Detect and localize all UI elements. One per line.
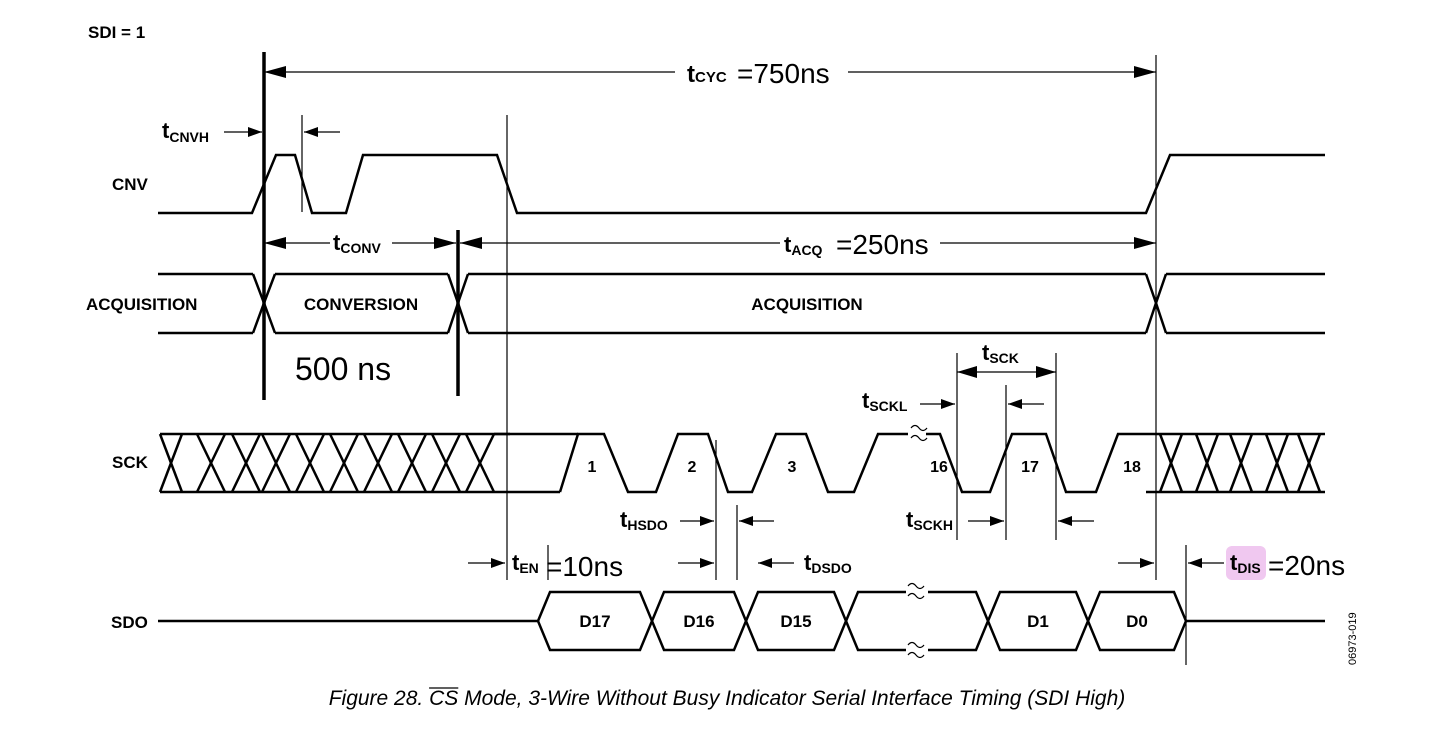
sck-pulse-label: 16 xyxy=(930,459,948,476)
svg-text:tDSDO: tDSDO xyxy=(804,550,852,576)
sdo-bit-label: D1 xyxy=(1027,612,1049,631)
sdo-bit-label: D0 xyxy=(1126,612,1148,631)
tdis-value: =20ns xyxy=(1268,550,1345,581)
thsdo-dimension: tHSDO xyxy=(620,507,774,533)
sck-pulse-label: 17 xyxy=(1021,459,1039,476)
tacq-value: =250ns xyxy=(836,229,929,260)
svg-text:tSCK: tSCK xyxy=(982,340,1019,366)
svg-text:tCNVH: tCNVH xyxy=(162,118,209,145)
tconv-dimension: tCONV xyxy=(264,230,456,256)
tdsdo-dimension: tDSDO xyxy=(678,550,852,576)
acquisition-signal-label: ACQUISITION xyxy=(86,295,197,314)
tcyc-dimension: tCYC =750ns xyxy=(264,58,1156,89)
figure-code: 06973-019 xyxy=(1347,612,1359,665)
ten-dimension: tEN =10ns xyxy=(468,550,623,582)
sck-pulse-label: 1 xyxy=(588,459,597,476)
svg-text:tACQ: tACQ xyxy=(784,232,823,258)
sdo-bit-label: D15 xyxy=(780,612,811,631)
tdis-highlight xyxy=(1226,546,1266,580)
sdo-break-icon xyxy=(907,582,925,590)
sck-pulse-label: 2 xyxy=(688,459,697,476)
svg-text:tSCKL: tSCKL xyxy=(862,388,908,414)
ten-value: =10ns xyxy=(546,551,623,582)
sdo-bit-label: D16 xyxy=(683,612,714,631)
svg-text:tDIS: tDIS xyxy=(1230,550,1261,576)
sck-signal-label: SCK xyxy=(112,453,149,472)
phase-bus-waveform xyxy=(158,272,1325,335)
cnv-signal-label: CNV xyxy=(112,175,149,194)
tcnvh-dimension: tCNVH xyxy=(162,118,340,145)
svg-text:tCONV: tCONV xyxy=(333,230,381,256)
sdi-label: SDI = 1 xyxy=(88,23,145,42)
tsck-dimension: tSCK xyxy=(957,340,1056,378)
figure-caption: Figure 28. CS Mode, 3-Wire Without Busy … xyxy=(329,687,1126,710)
sdo-bit-label: D17 xyxy=(579,612,610,631)
svg-text:tEN: tEN xyxy=(512,550,539,576)
tcyc-value: =750ns xyxy=(737,58,830,89)
sck-unknown-region-end xyxy=(1146,432,1325,494)
tdis-dimension: tDIS =20ns xyxy=(1118,546,1345,581)
sdo-waveform xyxy=(158,590,1325,652)
acquisition-phase-label: ACQUISITION xyxy=(751,295,862,314)
conversion-duration-annotation: 500 ns xyxy=(295,351,391,387)
sck-pulse-label: 3 xyxy=(788,459,797,476)
sck-waveform xyxy=(558,432,908,494)
svg-text:tSCKH: tSCKH xyxy=(906,507,953,533)
svg-text:tHSDO: tHSDO xyxy=(620,507,668,533)
sck-waveform-tail xyxy=(926,432,1146,494)
sck-break-icon xyxy=(910,424,928,432)
cnv-waveform xyxy=(158,153,1325,215)
tacq-dimension: tACQ =250ns xyxy=(460,229,1156,260)
sck-pulse-label: 18 xyxy=(1123,459,1141,476)
tsckh-dimension: tSCKH xyxy=(906,507,1094,533)
sdo-signal-label: SDO xyxy=(111,613,148,632)
sck-unknown-region xyxy=(158,432,578,494)
cs-overbar-text: CS xyxy=(429,687,458,710)
tsckl-dimension: tSCKL xyxy=(862,388,1044,414)
svg-text:tCYC: tCYC xyxy=(687,61,727,88)
conversion-phase-label: CONVERSION xyxy=(304,295,418,314)
